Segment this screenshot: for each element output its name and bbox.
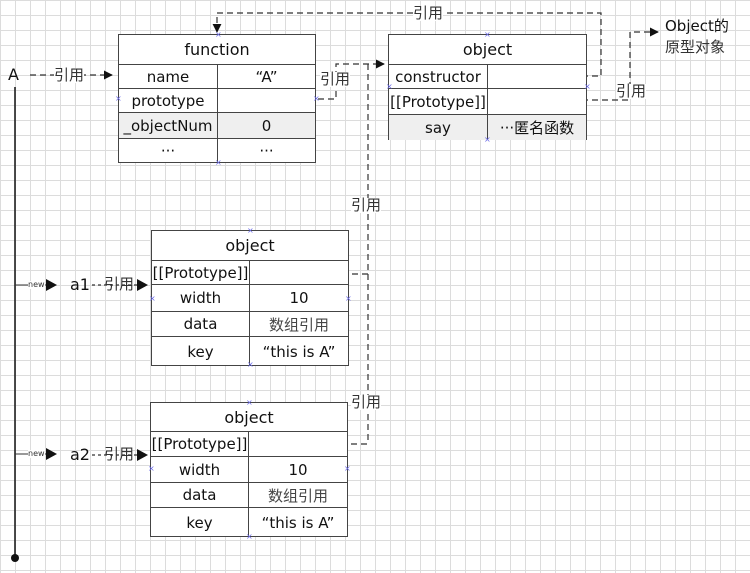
connection-point: ×	[313, 94, 320, 103]
connection-point: ×	[345, 294, 352, 303]
row-value: ···	[259, 142, 274, 160]
constructor-ref-label: 引用	[413, 4, 444, 22]
function-box[interactable]: function name “A” prototype _objectNum 0…	[118, 34, 316, 163]
prototype-row-proto: [[Prototype]]	[389, 89, 586, 115]
connection-point: ×	[484, 30, 491, 39]
function-row-ellipsis: ··· ···	[119, 139, 315, 163]
a1-new-label: new	[28, 280, 45, 289]
row-value: 10	[289, 289, 309, 307]
row-key: prototype	[119, 89, 218, 112]
prototype-ref-label: 引用	[320, 70, 351, 88]
row-key: name	[119, 65, 218, 88]
row-key: data	[152, 312, 250, 336]
prototype-ref-arrow	[288, 59, 385, 100]
a2-row-width: width 10	[151, 457, 347, 483]
row-value	[488, 65, 586, 88]
a2-proto-ref-label: 引用	[351, 393, 382, 411]
row-key: key	[151, 508, 249, 537]
connection-point: ×	[149, 294, 156, 303]
connection-point: ×	[247, 360, 254, 369]
a1-proto-ref-label: 引用	[351, 196, 382, 214]
row-key: _objectNum	[119, 113, 218, 138]
constructor-ref-arrow	[212, 12, 602, 77]
connection-point: ×	[246, 532, 253, 541]
proto-to-object-ref-label: 引用	[616, 82, 647, 100]
row-value	[249, 432, 347, 456]
row-key: data	[151, 483, 249, 507]
connection-point: ×	[215, 30, 222, 39]
row-value: ···匿名函数	[499, 119, 575, 137]
prototype-object-title: object	[389, 35, 586, 65]
a1-new-arrowhead	[46, 279, 57, 291]
a1-row-width: width 10	[152, 285, 348, 312]
prototype-row-constructor: constructor	[389, 65, 586, 89]
connection-point: ×	[246, 398, 253, 407]
row-key: [[Prototype]]	[152, 261, 250, 284]
variable-a-label: A	[8, 65, 19, 84]
a1-object-title: object	[152, 231, 348, 261]
row-value: 数组引用	[267, 486, 328, 505]
connection-point: ×	[115, 94, 122, 103]
lifeline-end-dot	[11, 554, 19, 562]
a1-row-data: data 数组引用	[152, 312, 348, 337]
a-ref-label: 引用	[54, 66, 85, 84]
function-row-prototype: prototype	[119, 89, 315, 113]
a2-object-box[interactable]: object [[Prototype]] width 10 data 数组引用 …	[150, 402, 348, 537]
a2-new-arrowhead	[46, 448, 57, 460]
connection-point: ×	[215, 158, 222, 167]
connection-point: ×	[148, 464, 155, 473]
a2-row-proto: [[Prototype]]	[151, 432, 347, 457]
row-value: “A”	[255, 67, 278, 86]
object-prototype-label-line2: 原型对象	[665, 38, 726, 56]
a2-row-key: key “this is A”	[151, 508, 347, 537]
a2-object-title: object	[151, 403, 347, 432]
a2-row-data: data 数组引用	[151, 483, 347, 508]
row-value: 数组引用	[268, 315, 329, 334]
row-key: ···	[119, 139, 218, 163]
row-value: 0	[261, 116, 272, 135]
a2-ref-label: 引用	[104, 445, 135, 463]
function-row-objectnum: _objectNum 0	[119, 113, 315, 139]
object-prototype-label-line1: Object的	[665, 17, 729, 35]
a1-label: a1	[70, 275, 90, 294]
row-key: [[Prototype]]	[389, 89, 488, 114]
row-key: key	[152, 337, 250, 366]
connection-point: ×	[344, 464, 351, 473]
row-value: 10	[288, 460, 308, 479]
function-box-title: function	[119, 35, 315, 65]
a2-ref-arrowhead	[137, 449, 148, 461]
row-value: “this is A”	[261, 513, 335, 532]
a1-row-proto: [[Prototype]]	[152, 261, 348, 285]
a2-label: a2	[70, 445, 90, 464]
connection-point: ×	[584, 82, 591, 91]
proto-to-object-prototype-arrow	[552, 27, 659, 101]
row-key: constructor	[389, 65, 488, 88]
row-key: width	[151, 457, 249, 482]
function-row-name: name “A”	[119, 65, 315, 89]
a1-object-box[interactable]: object [[Prototype]] width 10 data 数组引用 …	[151, 230, 349, 366]
row-value	[218, 89, 315, 112]
row-key: width	[152, 285, 250, 311]
connection-point: ×	[247, 226, 254, 235]
a1-ref-label: 引用	[104, 275, 135, 293]
a1-ref-arrowhead	[137, 279, 148, 291]
row-value	[250, 261, 348, 284]
a2-new-label: new	[28, 449, 45, 458]
connection-point: ×	[484, 135, 491, 144]
row-key: [[Prototype]]	[151, 432, 249, 456]
prototype-row-say: say ···匿名函数	[389, 115, 586, 140]
row-value: “this is A”	[262, 342, 336, 361]
prototype-object-box[interactable]: object constructor [[Prototype]] say ···…	[388, 34, 587, 140]
row-key: say	[389, 115, 488, 140]
row-value	[488, 89, 586, 114]
connection-point: ×	[386, 82, 393, 91]
a1-row-key: key “this is A”	[152, 337, 348, 366]
